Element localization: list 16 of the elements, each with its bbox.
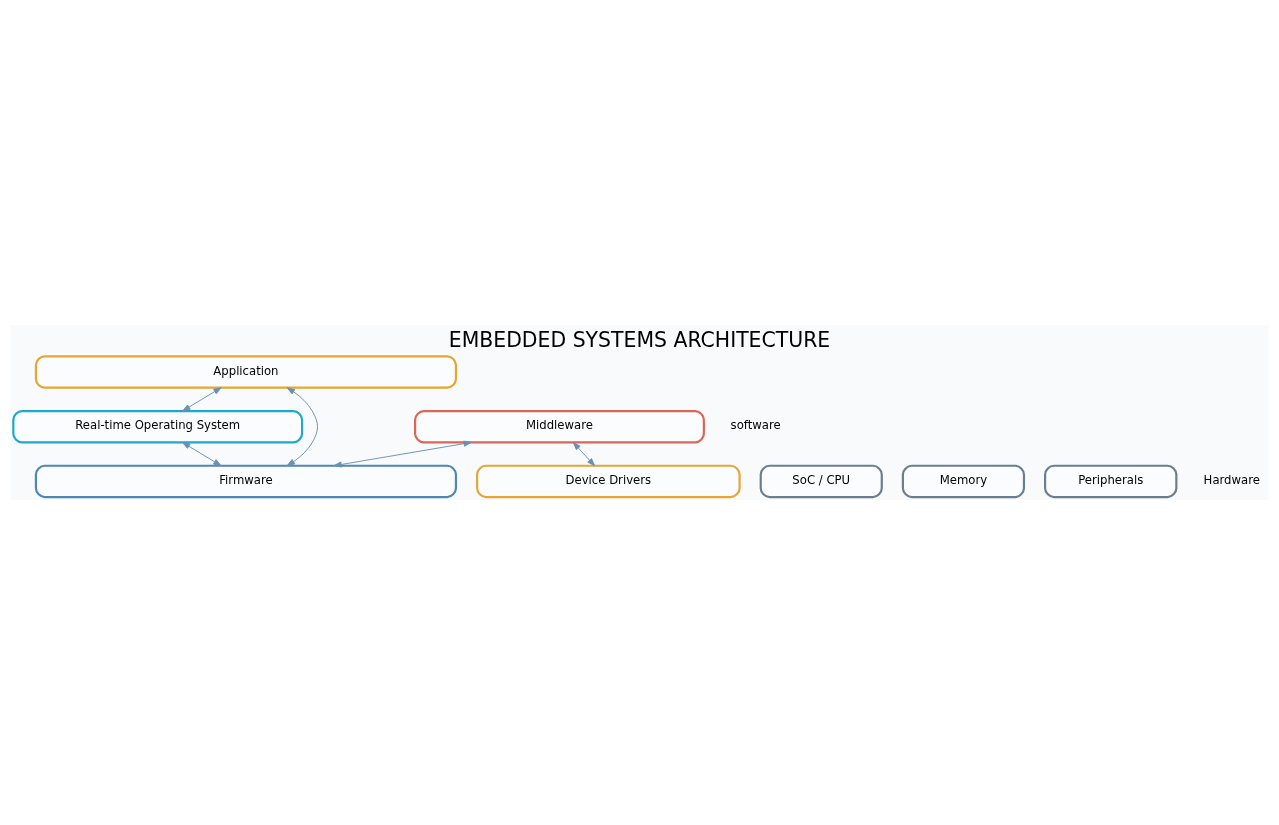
- label: Hardware: [1203, 473, 1260, 488]
- arrow: [572, 442, 596, 467]
- arrow: [286, 387, 318, 467]
- node-box: Firmware: [34, 464, 458, 499]
- node-box: Device Drivers: [476, 464, 741, 499]
- label: software: [730, 418, 781, 433]
- node-box: Memory: [901, 464, 1026, 499]
- node-box: SoC / CPU: [759, 464, 883, 499]
- arrow: [182, 387, 222, 412]
- diagram-title: EMBEDDED SYSTEMS ARCHITECTURE: [448, 328, 831, 353]
- node-box: Peripherals: [1044, 464, 1178, 499]
- node-box: Real-time Operating System: [12, 409, 304, 444]
- node-box: Application: [34, 355, 458, 389]
- arrow: [333, 440, 472, 468]
- arrow: [182, 441, 222, 467]
- node-box: Middleware: [414, 409, 705, 444]
